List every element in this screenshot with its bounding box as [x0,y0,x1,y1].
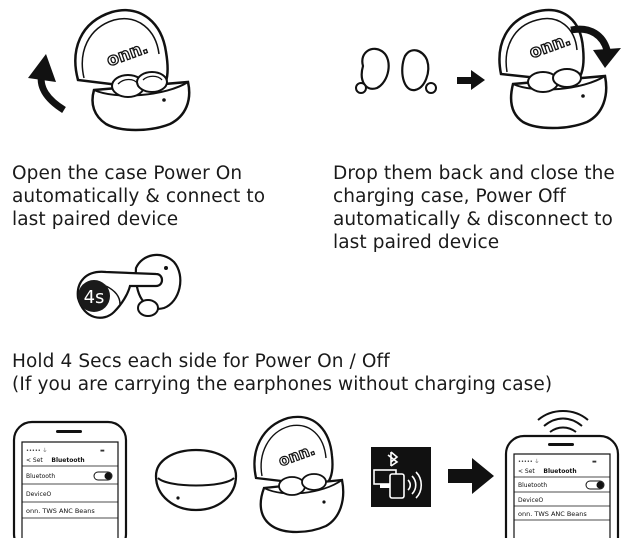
step3-instructions: Hold 4 Secs each side for Power On / Off… [12,350,552,396]
loose-earbuds [355,47,437,94]
phone-left-back: < Set [26,457,43,464]
signal-icon [537,410,589,433]
phone-right-bluetooth-label: Bluetooth [518,482,547,489]
svg-text:••••• ⏚: ••••• ⏚ [518,458,539,465]
timer-badge: 4s [78,280,110,312]
step1-instructions: Open the case Power On automatically & c… [12,162,265,231]
open-case-illustration: onn. [28,9,191,132]
step2-line-4: last paired device [333,232,500,253]
bluetooth-pairing-icon [371,447,431,507]
case-lid: onn. [498,8,585,84]
step2-line-1: Drop them back and close the [333,163,615,184]
timer-badge-label: 4s [84,287,105,308]
step2-instructions: Drop them back and close the charging ca… [333,162,615,254]
close-case-illustration: onn. [355,8,621,130]
right-arrow-icon [457,70,485,90]
phone-right-devices-label: DeviceO [518,497,544,504]
signal-waves-icon [407,471,423,499]
step1-line-1: Open the case Power On [12,163,243,184]
phone-right: ••••• ⏚ ▬ < Set Bluetooth Bluetooth Devi… [504,410,620,538]
hold-earbud-illustration: 4s [76,253,182,319]
earbuds [527,68,582,93]
bluetooth-toggle [585,480,605,490]
phone-left-device-name: onn. TWS ANC Beans [26,507,95,515]
step3-line-1: Hold 4 Secs each side for Power On / Off [12,351,390,372]
step3-line-2: (If you are carrying the earphones witho… [12,374,553,395]
svg-text:▬: ▬ [592,459,597,465]
phone-left-title: Bluetooth [51,457,84,464]
bluetooth-toggle [93,471,113,481]
phone-right-back: < Set [518,468,535,475]
bluetooth-icon [387,451,399,467]
earbuds [111,71,168,98]
phone-right-device-name: onn. TWS ANC Beans [518,510,587,518]
phone-left-devices-label: DeviceO [26,491,52,498]
device-icon [373,469,405,499]
right-arrow-icon [448,458,494,494]
svg-text:▬: ▬ [100,448,105,454]
phone-left-bluetooth-label: Bluetooth [26,473,55,480]
closed-case-illustration [154,448,238,512]
svg-text:••••• ⏚: ••••• ⏚ [26,447,47,454]
case-lid: onn. [74,9,169,92]
open-case-pairing-illustration: onn. [253,415,345,534]
curved-arrow-icon [28,54,66,113]
step1-line-3: last paired device [12,209,179,230]
phone-right-title: Bluetooth [543,468,576,475]
curved-arrow-icon [570,25,621,68]
step2-line-3: automatically & disconnect to [333,209,613,230]
phone-left: ••••• ⏚ ▬ < Set Bluetooth Bluetooth Devi… [12,420,128,538]
step1-line-2: automatically & connect to [12,186,266,207]
step2-line-2: charging case, Power Off [333,186,566,207]
